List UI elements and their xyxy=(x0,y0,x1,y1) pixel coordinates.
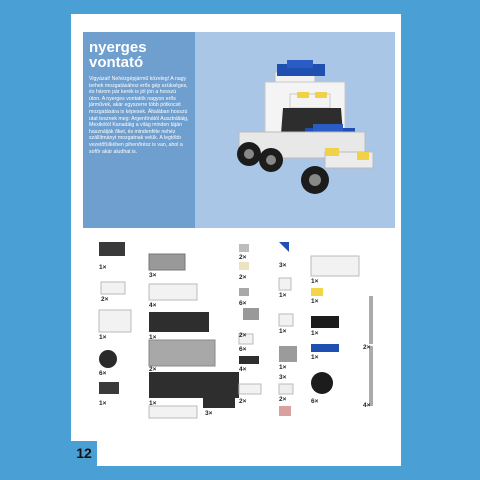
qty-label: 2× xyxy=(363,344,371,351)
qty-label: 1× xyxy=(99,334,107,341)
qty-label: 3× xyxy=(279,262,287,269)
qty-label: 3× xyxy=(205,410,213,417)
parts-illustration xyxy=(98,242,373,419)
qty-label: 3× xyxy=(149,272,157,279)
qty-label: 1× xyxy=(311,354,319,361)
qty-label: 1× xyxy=(311,298,319,305)
qty-label: 6× xyxy=(311,398,319,405)
qty-label: 2× xyxy=(239,398,247,405)
qty-label: 4× xyxy=(239,366,247,373)
qty-label: 2× xyxy=(149,366,157,373)
qty-label: 1× xyxy=(149,334,157,341)
parts-list: 1× 2× 1× 6× 1× 3× 4× 1× 2× 1× 3× 2× 2× 6… xyxy=(83,236,395,432)
text-panel: nyerges vontató Vigyázat! Nehézgépjármű … xyxy=(83,32,195,228)
qty-label: 1× xyxy=(99,400,107,407)
qty-label: 1× xyxy=(311,330,319,337)
qty-label: 2× xyxy=(239,274,247,281)
qty-label: 1× xyxy=(279,328,287,335)
qty-label: 4× xyxy=(149,302,157,309)
qty-label: 2× xyxy=(239,332,247,339)
qty-label: 6× xyxy=(239,300,247,307)
qty-label: 2× xyxy=(101,296,109,303)
qty-label: 2× xyxy=(239,254,247,261)
truck-image xyxy=(237,60,374,194)
qty-label: 1× xyxy=(99,264,107,271)
qty-label: 1× xyxy=(279,364,287,371)
qty-label: 1× xyxy=(279,292,287,299)
qty-label: 4× xyxy=(363,402,371,409)
qty-label: 6× xyxy=(99,370,107,377)
qty-label: 2× xyxy=(279,396,287,403)
title-line-2: vontató xyxy=(89,54,144,71)
qty-label: 3× xyxy=(279,374,287,381)
qty-label: 1× xyxy=(149,400,157,407)
page-number: 12 xyxy=(76,445,92,461)
page-number-box xyxy=(71,441,97,466)
title-line-1: nyerges xyxy=(89,39,147,56)
truck-photo-panel xyxy=(195,32,395,228)
page-title: nyerges vontató xyxy=(89,40,189,70)
qty-label: 6× xyxy=(239,346,247,353)
qty-label: 1× xyxy=(311,278,319,285)
body-text: Vigyázat! Nehézgépjármű közeleg! A nagy … xyxy=(89,76,189,155)
